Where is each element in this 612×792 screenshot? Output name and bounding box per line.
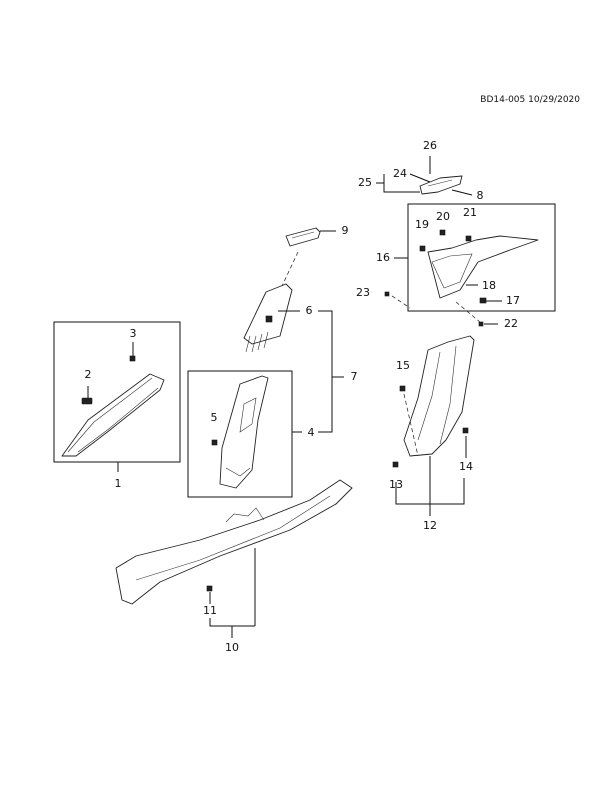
callout-8: 8 [477, 189, 484, 202]
bracket-10 [209, 618, 255, 627]
b-pillar-lower-trim-part [219, 375, 269, 489]
dash-23 [391, 295, 411, 309]
callout-15: 15 [396, 359, 410, 372]
screw-22-part [478, 321, 484, 327]
roof-rail-bracket-part [419, 175, 463, 195]
screw-23-part [384, 291, 390, 297]
callout-7: 7 [351, 370, 358, 383]
clip-20-part [439, 229, 446, 236]
sill-clip-11-part [206, 585, 213, 592]
leader-8 [451, 189, 473, 196]
callout-25: 25 [358, 176, 372, 189]
callout-1: 1 [115, 477, 122, 490]
callout-24: 24 [393, 167, 407, 180]
dash-15 [403, 393, 419, 457]
rear-quarter-lower-trim-part [403, 335, 475, 457]
callout-13: 13 [389, 478, 403, 491]
document-id-label: BD14-005 10/29/2020 [480, 95, 580, 105]
callout-26: 26 [423, 139, 437, 152]
clip-13-part [392, 461, 399, 468]
callout-6: 6 [306, 304, 313, 317]
clip-17-part [479, 297, 487, 304]
callout-19: 19 [415, 218, 429, 231]
bracket-25 [383, 174, 420, 193]
frame-group-1 [53, 321, 181, 463]
pillar-clip-part [81, 386, 93, 405]
b-pillar-upper-trim-part [243, 283, 293, 353]
bracket-7 [318, 310, 333, 433]
dash-22 [455, 301, 481, 323]
callout-12: 12 [423, 519, 437, 532]
callout-2: 2 [85, 368, 92, 381]
callout-10: 10 [225, 641, 239, 654]
callout-22: 22 [504, 317, 518, 330]
pillar-fastener-part [129, 342, 136, 362]
callout-21: 21 [463, 206, 477, 219]
a-pillar-trim-part [61, 373, 165, 457]
callout-11: 11 [203, 604, 217, 617]
callout-4: 4 [308, 426, 315, 439]
clip-15-part [399, 385, 406, 392]
frame-group-4 [187, 370, 293, 498]
dash-9-to-6 [281, 251, 299, 287]
callout-17: 17 [506, 294, 520, 307]
callout-5: 5 [211, 411, 218, 424]
clip-21-part [465, 235, 472, 242]
leader-24 [409, 173, 431, 183]
clip-14-part [462, 427, 469, 434]
upper-bracket-part [285, 227, 321, 247]
callout-16: 16 [376, 251, 390, 264]
callout-18: 18 [482, 279, 496, 292]
clip-19-part [419, 245, 426, 252]
callout-3: 3 [130, 327, 137, 340]
callout-9: 9 [342, 224, 349, 237]
callout-20: 20 [436, 210, 450, 223]
callout-23: 23 [356, 286, 370, 299]
quarter-trim-part [427, 235, 539, 299]
sill-plate-part [115, 479, 353, 605]
trim-clip-5-part [211, 439, 218, 446]
callout-14: 14 [459, 460, 473, 473]
